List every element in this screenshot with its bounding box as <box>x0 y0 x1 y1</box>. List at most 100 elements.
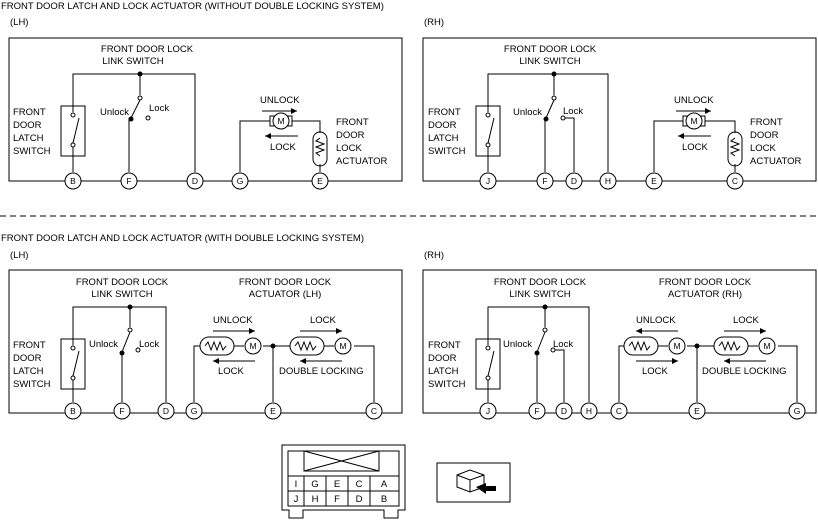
svg-text:D: D <box>571 176 577 186</box>
link-switch-label: FRONT DOOR LOCK <box>494 277 587 288</box>
motor-symbol <box>334 337 352 355</box>
actuator-coil <box>312 131 328 167</box>
pin-label: I <box>295 479 298 490</box>
svg-text:D: D <box>192 176 198 186</box>
lock-arrow-label: LOCK <box>270 142 297 153</box>
terminal: B <box>64 172 82 190</box>
lock-arrow-label: LOCK <box>310 315 337 326</box>
terminal: J <box>479 402 497 420</box>
motor-symbol <box>668 337 686 355</box>
latch-switch-label: FRONT <box>428 107 461 118</box>
link-switch-label: FRONT DOOR LOCK <box>101 44 194 55</box>
lock-arrow-label: LOCK <box>733 315 760 326</box>
motor-symbol <box>272 112 290 130</box>
svg-text:F: F <box>542 176 547 186</box>
unlock-arrow-label: UNLOCK <box>636 315 676 326</box>
actuator-title: ACTUATOR (RH) <box>668 289 742 300</box>
link-switch-label: LINK SWITCH <box>509 289 570 300</box>
svg-text:G: G <box>237 176 244 186</box>
pin-label: J <box>294 494 299 505</box>
pin-label: F <box>334 494 340 505</box>
diagram-without-lh: (LH) FRONT DOOR LOCK LINK SWITCH FRONT D… <box>8 17 403 190</box>
terminal: E <box>688 402 706 420</box>
motor-symbol <box>685 112 703 130</box>
terminal: G <box>185 402 203 420</box>
latch-switch-label: FRONT <box>13 107 46 118</box>
svg-text:H: H <box>605 176 611 186</box>
diagram-with-rh: (RH) FRONT DOOR LOCK LINK SWITCH FRONT D… <box>422 250 817 420</box>
latch-switch-label: LATCH <box>13 133 44 144</box>
actuator-coil <box>727 131 743 167</box>
side-label: (LH) <box>10 17 28 28</box>
diagram-frame <box>8 37 403 182</box>
diagram-with-lh: (LH) FRONT DOOR LOCK LINK SWITCH FRONT D… <box>8 250 403 420</box>
terminal: F <box>113 402 131 420</box>
latch-switch-label: DOOR <box>13 120 42 131</box>
svg-text:E: E <box>651 176 657 186</box>
terminal: C <box>610 402 628 420</box>
link-switch-label: FRONT DOOR LOCK <box>76 277 169 288</box>
latch-switch-label: LATCH <box>428 366 459 377</box>
actuator-label: ACTUATOR <box>750 156 802 167</box>
terminal: D <box>555 402 573 420</box>
pin-label: H <box>312 494 319 505</box>
motor-label: M <box>249 341 256 351</box>
double-locking-label: DOUBLE LOCKING <box>279 366 363 377</box>
actuator-label: FRONT <box>750 117 783 128</box>
terminal: F <box>120 172 138 190</box>
connector-view-icon <box>436 462 511 503</box>
svg-text:C: C <box>732 176 738 186</box>
svg-text:F: F <box>126 176 131 186</box>
svg-text:E: E <box>317 176 323 186</box>
side-label: (RH) <box>424 250 444 261</box>
unlock-position-label: Unlock <box>89 339 118 350</box>
terminal: J <box>479 172 497 190</box>
pin-label: E <box>334 479 340 490</box>
pin-label: A <box>381 479 388 490</box>
motor-label: M <box>763 341 770 351</box>
lock-arrow-label: LOCK <box>218 366 245 377</box>
link-switch-label: LINK SWITCH <box>91 289 152 300</box>
side-label: (LH) <box>10 250 28 261</box>
svg-text:E: E <box>694 406 700 416</box>
unlock-arrow-label: UNLOCK <box>260 95 300 106</box>
pin-label: C <box>356 479 363 490</box>
unlock-arrow-label: UNLOCK <box>674 95 714 106</box>
lock-position-label: Lock <box>553 339 573 350</box>
actuator-label: DOOR <box>336 130 365 141</box>
terminal: D <box>186 172 204 190</box>
svg-text:J: J <box>486 176 490 186</box>
lock-arrow-label: LOCK <box>682 142 709 153</box>
svg-text:D: D <box>163 406 169 416</box>
svg-text:B: B <box>70 406 76 416</box>
terminal: D <box>157 402 175 420</box>
terminal: F <box>536 172 554 190</box>
motor-label: M <box>339 341 346 351</box>
terminal: H <box>599 172 617 190</box>
actuator-title: ACTUATOR (LH) <box>249 289 321 300</box>
latch-switch-label: SWITCH <box>13 146 51 157</box>
svg-text:G: G <box>191 406 198 416</box>
svg-text:C: C <box>371 406 377 416</box>
diagram-without-rh: (RH) FRONT DOOR LOCK LINK SWITCH FRONT D… <box>422 17 817 190</box>
svg-text:F: F <box>534 406 539 416</box>
section-title-without: FRONT DOOR LATCH AND LOCK ACTUATOR (WITH… <box>1 1 384 12</box>
svg-text:D: D <box>561 406 567 416</box>
terminal: B <box>64 402 82 420</box>
lock-position-label: Lock <box>149 103 169 114</box>
latch-switch-label: FRONT <box>428 340 461 351</box>
actuator-title: FRONT DOOR LOCK <box>659 277 752 288</box>
diagram-frame <box>8 269 403 414</box>
section-title-with: FRONT DOOR LATCH AND LOCK ACTUATOR (WITH… <box>1 233 364 244</box>
terminal: C <box>726 172 744 190</box>
svg-text:E: E <box>270 406 276 416</box>
actuator-label: LOCK <box>750 143 777 154</box>
terminal: F <box>528 402 546 420</box>
svg-text:G: G <box>794 406 801 416</box>
latch-switch-label: FRONT <box>13 340 46 351</box>
terminal: E <box>311 172 329 190</box>
unlock-position-label: Unlock <box>513 107 542 118</box>
link-switch-label: LINK SWITCH <box>102 56 163 67</box>
svg-text:H: H <box>586 406 592 416</box>
lock-position-label: Lock <box>563 106 583 117</box>
